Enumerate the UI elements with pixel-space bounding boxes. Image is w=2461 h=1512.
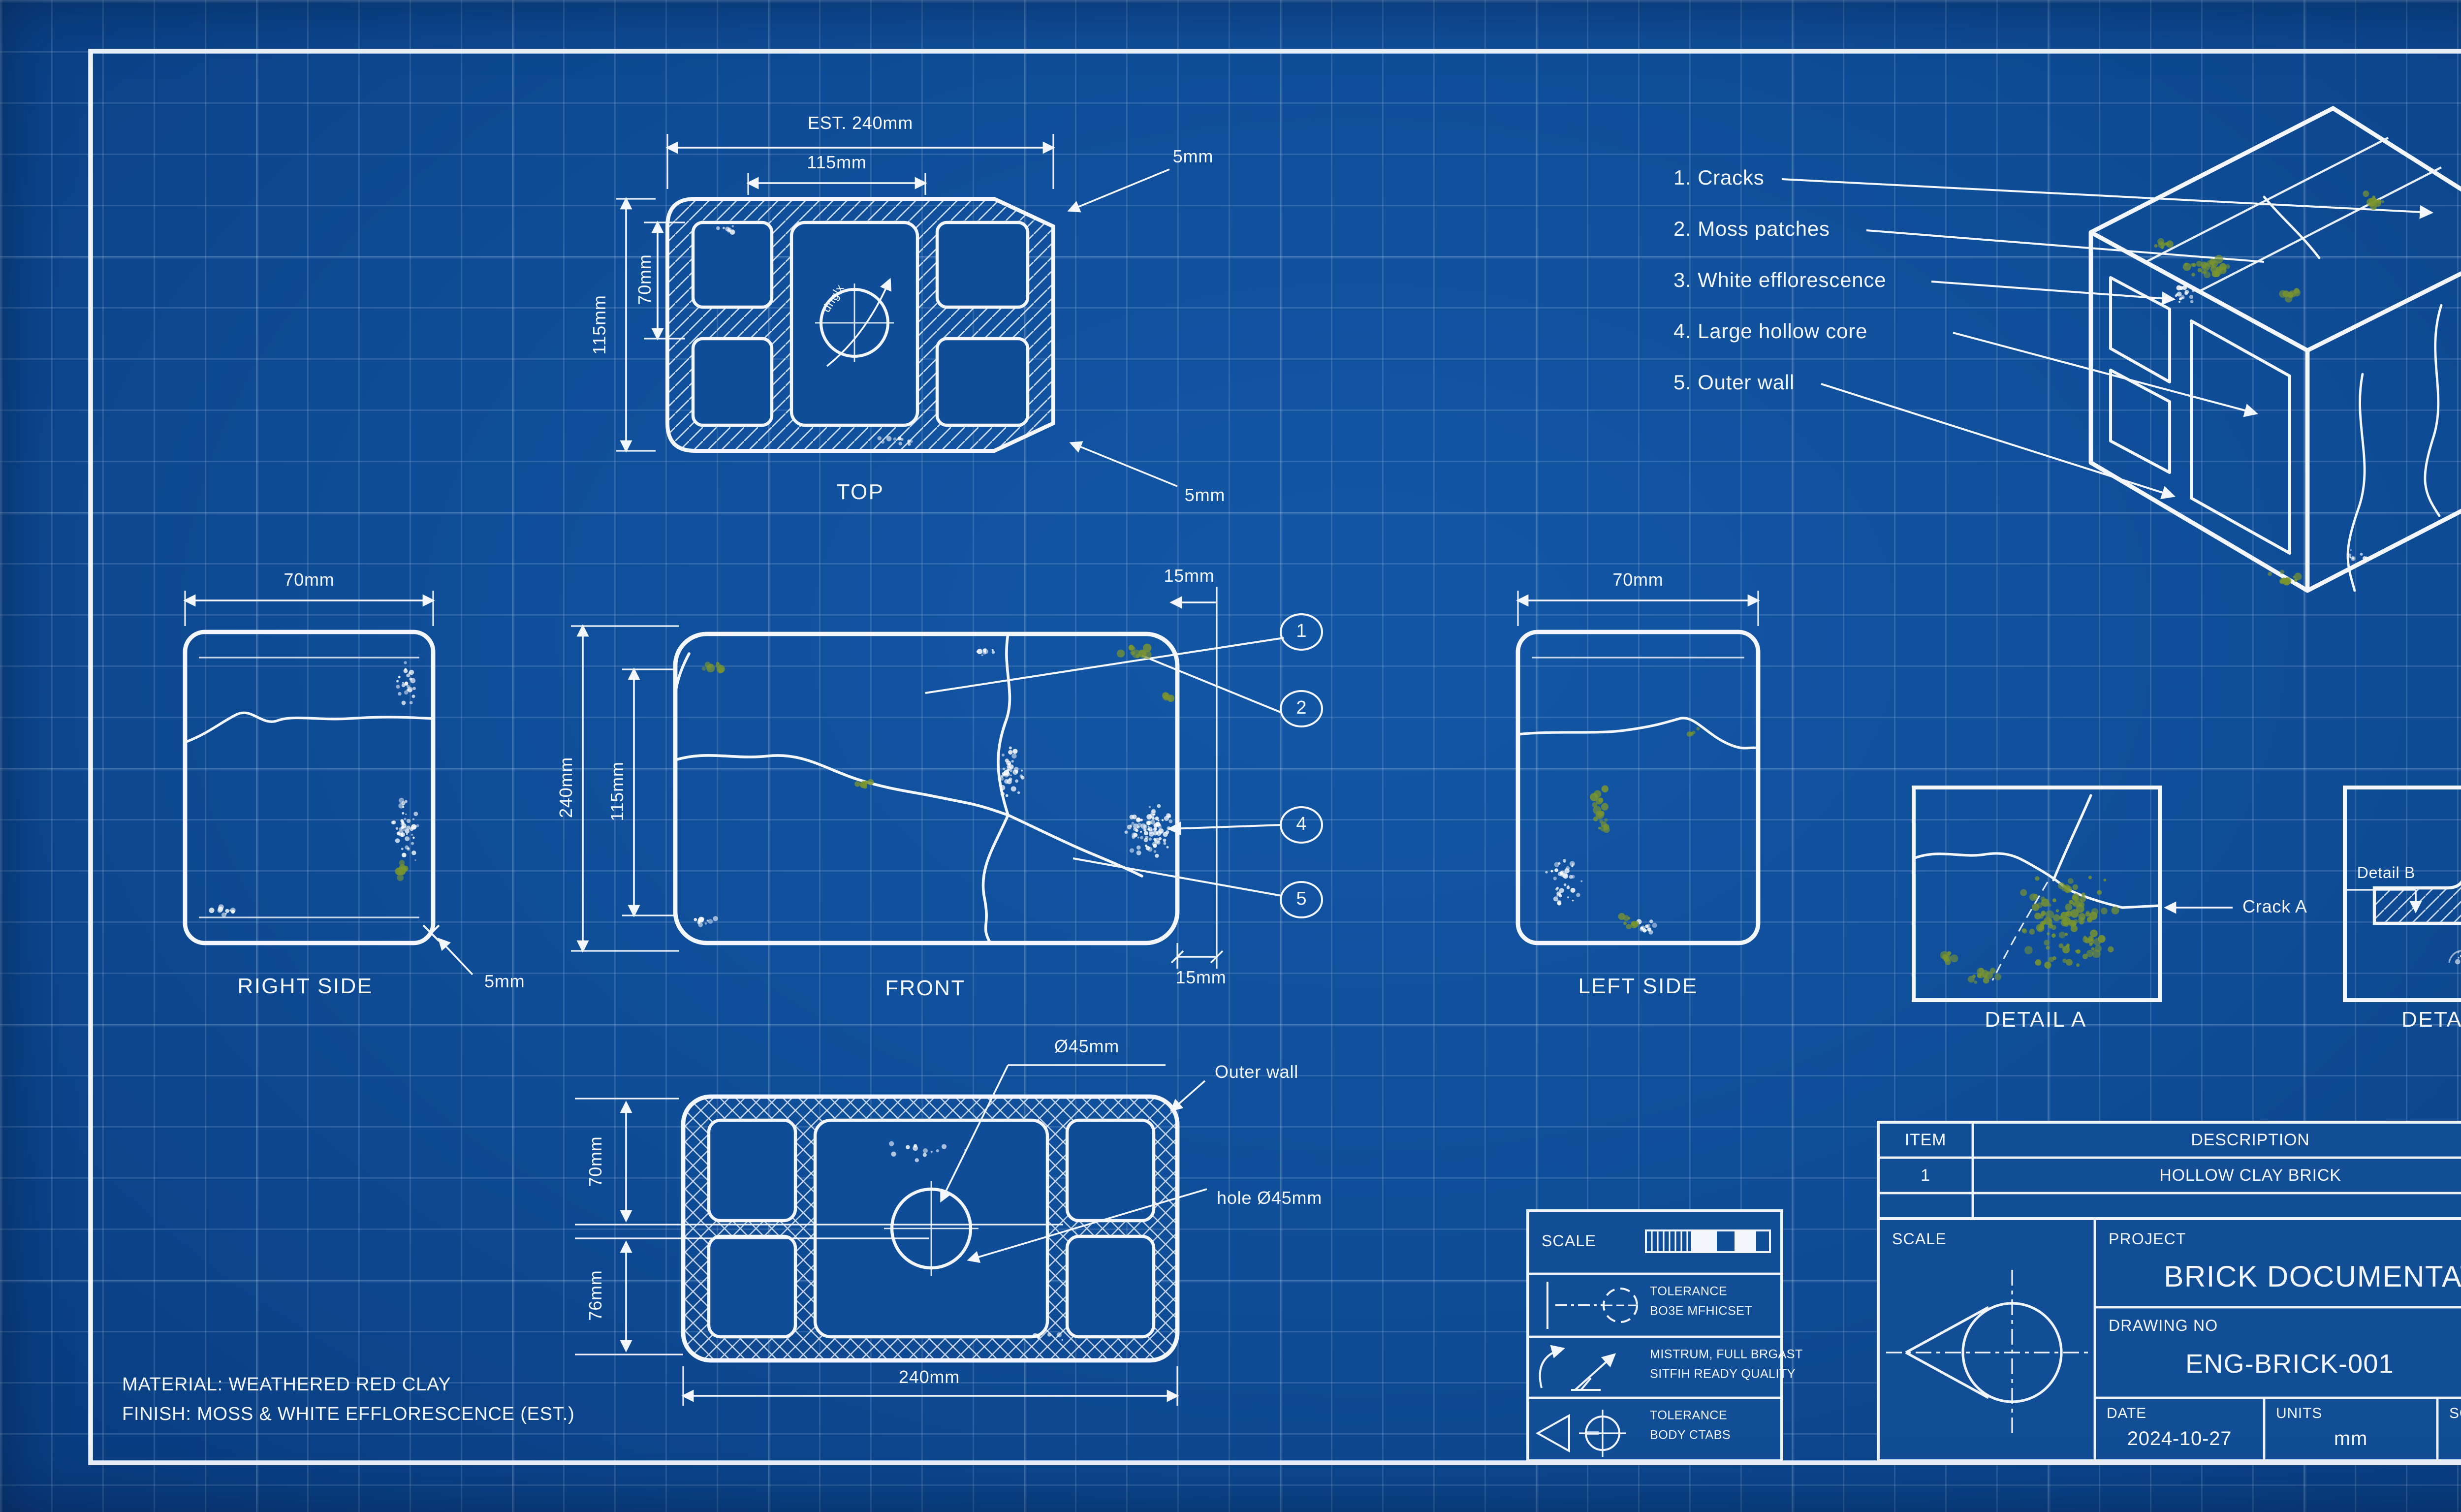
bom-row-item: 1: [1921, 1165, 1930, 1185]
tolerance-row2-line1: MISTRUM, FULL BRGAST: [1650, 1348, 1803, 1362]
weathering-speckles: [209, 190, 2461, 1341]
project-label: PROJECT: [2109, 1230, 2186, 1248]
right-dim-width: 70mm: [284, 570, 335, 590]
front-dim-15-bottom: 15mm: [1175, 968, 1227, 987]
callout-item-cracks: 1. Cracks: [1673, 167, 1765, 190]
tolerance-row1-line2: BO3E MFHICSET: [1650, 1305, 1753, 1319]
isometric-view: [2088, 106, 2461, 593]
bottom-hole-note: hole Ø45mm: [1217, 1188, 1323, 1208]
detail-a: [1912, 786, 2233, 1002]
sheet-frame: [88, 49, 2461, 1465]
top-corner-5mm-top: 5mm: [1172, 147, 1214, 166]
scale-bar: [1645, 1229, 1771, 1253]
tolerance-row3-line2: BODY CTABS: [1650, 1429, 1731, 1443]
front-view-outline: [673, 631, 1180, 945]
balloon-leaders: [925, 637, 1284, 897]
projection-scale-label: SCALE: [1892, 1230, 1947, 1248]
detail-b-inner-label: Detail B: [2357, 864, 2416, 882]
detail-b-wall-section: [2372, 880, 2461, 925]
detail-a-crack-label: Crack A: [2242, 897, 2307, 916]
callout-item-hollow-core: 4. Large hollow core: [1673, 320, 1868, 344]
tolerance-row2-line2: SITFIH READY QUALITY: [1650, 1368, 1796, 1382]
drawing-no-label: DRAWING NO: [2109, 1317, 2218, 1335]
bottom-view: [575, 1064, 1207, 1406]
bom-table: [1877, 1121, 2461, 1220]
drawing-no-value: ENG-BRICK-001: [2185, 1349, 2394, 1379]
bottom-outer-wall-note: Outer wall: [1215, 1062, 1299, 1082]
units-value: mm: [2334, 1429, 2368, 1451]
date-value: 2024-10-27: [2127, 1429, 2232, 1451]
top-corner-5mm-bottom: 5mm: [1184, 485, 1226, 505]
callout-item-efflorescence: 3. White efflorescence: [1673, 269, 1887, 293]
top-dim-overall: EST. 240mm: [807, 113, 914, 133]
callout-balloon-5: 5: [1280, 881, 1323, 918]
front-dim-height: 240mm: [556, 756, 576, 819]
top-view: [616, 134, 1178, 487]
callout-item-moss: 2. Moss patches: [1673, 218, 1830, 242]
tolerance-row1-line1: TOLERANCE: [1650, 1285, 1728, 1299]
bottom-dim-hole: Ø45mm: [1054, 1037, 1120, 1056]
front-view-caption: FRONT: [885, 977, 966, 1001]
material-note: MATERIAL: WEATHERED RED CLAY: [122, 1375, 451, 1396]
front-cracks: [674, 632, 1143, 945]
detail-a-caption: DETAIL A: [1985, 1009, 2087, 1033]
right-corner-5mm: 5mm: [484, 972, 525, 991]
bottom-dim-lower: 76mm: [586, 1270, 605, 1321]
bottom-dim-width: 240mm: [898, 1367, 960, 1387]
right-view-caption: RIGHT SIDE: [237, 976, 373, 999]
units-label: UNITS: [2276, 1404, 2322, 1422]
top-view-caption: TOP: [836, 481, 884, 505]
front-view: [571, 587, 1284, 969]
top-dim-inner: 115mm: [807, 153, 867, 172]
left-dim-width: 70mm: [1612, 570, 1664, 590]
callout-balloon-2: 2: [1280, 690, 1323, 727]
left-side-view: [1515, 591, 1761, 945]
finish-note: FINISH: MOSS & WHITE EFFLORESCENCE (EST.…: [122, 1404, 575, 1426]
top-5mm-leader-bottom: [1069, 441, 1178, 487]
top-dim-cell: 70mm: [635, 254, 655, 305]
title-block: [1877, 1217, 2461, 1462]
top-5mm-leader-top: [1067, 168, 1170, 213]
right-side-view: [183, 591, 473, 976]
projection-symbol-icon: [1886, 1270, 2091, 1437]
scale-label: SCALE: [2449, 1404, 2461, 1422]
bom-row-description: HOLLOW CLAY BRICK: [2159, 1165, 2341, 1185]
tolerance-block: [1526, 1209, 1783, 1462]
bottom-dim-cell: 70mm: [586, 1136, 605, 1187]
bom-header-description: DESCRIPTION: [2191, 1130, 2310, 1149]
callout-balloon-1: 1: [1280, 613, 1323, 651]
detail-b: [2343, 786, 2461, 1002]
callout-leaders: [1781, 178, 2434, 500]
date-label: DATE: [2107, 1404, 2146, 1422]
tolerance-row3-line1: TOLERANCE: [1650, 1409, 1728, 1423]
top-dim-height: 115mm: [590, 295, 609, 355]
bom-header-item: ITEM: [1904, 1130, 1947, 1149]
front-dim-inner-height: 115mm: [607, 761, 627, 821]
callout-balloon-4: 4: [1280, 806, 1323, 844]
project-title: BRICK DOCUMENTATION: [2164, 1261, 2461, 1294]
left-view-caption: LEFT SIDE: [1578, 976, 1698, 999]
iso-hollow-cells: [2109, 276, 2291, 555]
callout-item-outer-wall: 5. Outer wall: [1673, 372, 1795, 395]
front-dim-15-top: 15mm: [1164, 566, 1215, 586]
detail-b-caption: DETAIL B: [2401, 1009, 2461, 1033]
tolerance-scale-label: SCALE: [1542, 1232, 1596, 1250]
